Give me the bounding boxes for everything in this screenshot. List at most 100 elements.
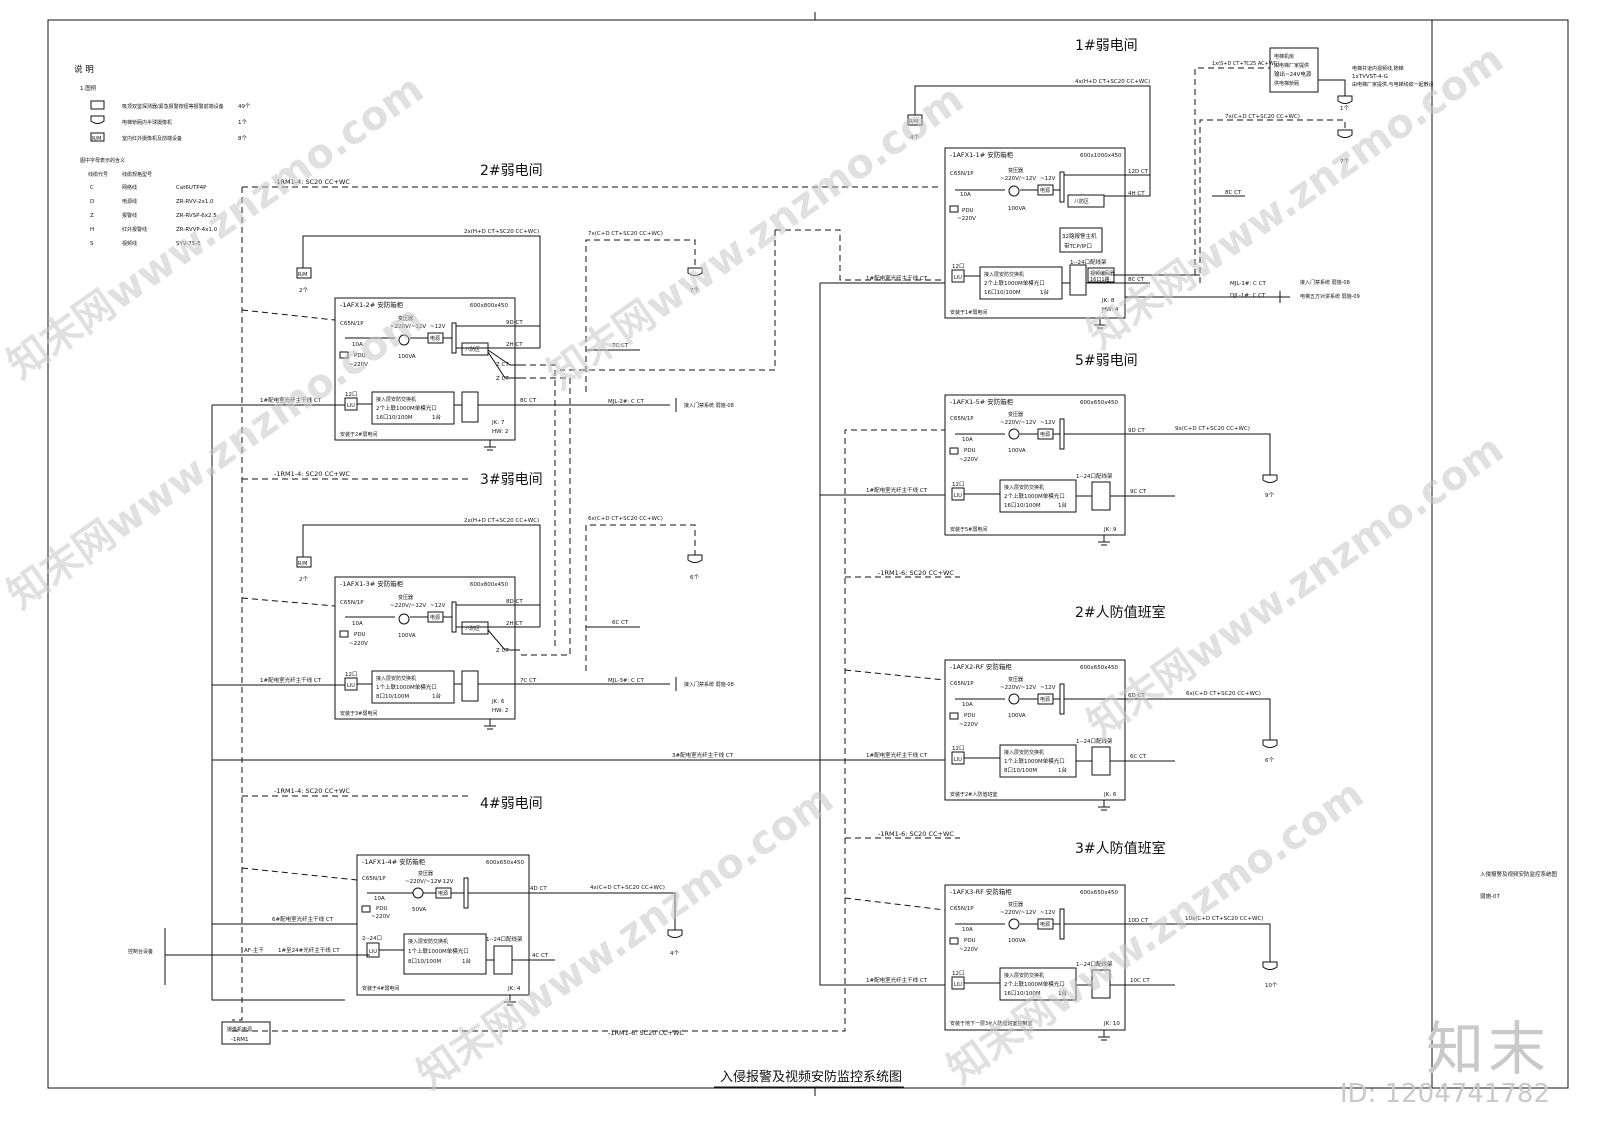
cabinet-box <box>334 297 516 441</box>
svg-text:~220V: ~220V <box>959 722 978 728</box>
svg-text:接入门禁系统 弱施-08: 接入门禁系统 弱施-08 <box>684 402 734 409</box>
svg-text:7C CT: 7C CT <box>520 678 537 684</box>
svg-text:Z CT: Z CT <box>496 362 509 368</box>
svg-text:~12V: ~12V <box>1040 910 1056 916</box>
svg-text:-1AFX1-1# 安防箱柜: -1AFX1-1# 安防箱柜 <box>950 150 1014 159</box>
svg-text:1个: 1个 <box>1340 105 1349 112</box>
svg-text:100VA: 100VA <box>1008 938 1026 944</box>
svg-text:16口10/100M: 16口10/100M <box>376 414 413 421</box>
svg-text:10A: 10A <box>962 437 973 443</box>
svg-text:JK: 4: JK: 4 <box>507 986 521 992</box>
svg-text:~220V/~12V: ~220V/~12V <box>1000 176 1036 182</box>
svg-text:16口10/100M: 16口10/100M <box>1004 502 1041 509</box>
svg-text:JK: 7: JK: 7 <box>491 420 505 426</box>
svg-text:2个上联1000M单模光口: 2个上联1000M单模光口 <box>1004 492 1065 500</box>
svg-text:电源: 电源 <box>1040 431 1050 438</box>
svg-text:安装于1#弱电间: 安装于1#弱电间 <box>950 309 987 316</box>
cabinet-box <box>944 394 1126 536</box>
svg-text:10x(C+D CT+SC20 CC+WC): 10x(C+D CT+SC20 CC+WC) <box>1185 916 1263 922</box>
svg-text:Z CT: Z CT <box>496 376 509 382</box>
trunk-label: -1RM1-4: SC20 CC+WC <box>274 787 350 795</box>
svg-text:10C CT: 10C CT <box>1130 978 1150 984</box>
svg-text:1x(S+D CT+TC25 AC+WC): 1x(S+D CT+TC25 AC+WC) <box>1212 61 1279 67</box>
svg-text:1--24口配线架: 1--24口配线架 <box>1076 960 1113 968</box>
svg-text:LIU: LIU <box>954 493 962 499</box>
svg-text:600x800x450: 600x800x450 <box>470 582 509 588</box>
infrared-camera-icon <box>90 132 105 142</box>
svg-text:7个: 7个 <box>1340 158 1349 165</box>
detector-icon <box>90 100 105 110</box>
svg-text:电源: 电源 <box>430 614 440 621</box>
fiber-trunk-left <box>211 405 345 1001</box>
pdu-icon <box>949 205 959 213</box>
svg-text:安装于5#弱电间: 安装于5#弱电间 <box>950 526 987 533</box>
svg-text:C65N/1P: C65N/1P <box>950 681 974 687</box>
svg-text:16口10/100M: 16口10/100M <box>1004 990 1041 997</box>
svg-text:1#配电室光纤主干线 CT: 1#配电室光纤主干线 CT <box>866 976 928 984</box>
room-4: 4#弱电间 -1AFX1-4# 安防箱柜 600x650x450 C65N/1P… <box>356 796 683 1006</box>
svg-text:视频编码器: 视频编码器 <box>1090 270 1115 277</box>
svg-text:DJL-1#: C CT: DJL-1#: C CT <box>1230 293 1266 299</box>
svg-text:R/M: R/M <box>92 136 101 142</box>
trunk-label: -1RM1-4: SC20 CC+WC <box>274 178 350 186</box>
svg-text:1xTVVST-4-G: 1xTVVST-4-G <box>1352 74 1388 80</box>
svg-text:Cat6UTP4P: Cat6UTP4P <box>176 185 207 191</box>
svg-text:600x650x450: 600x650x450 <box>1080 665 1119 671</box>
svg-text:AF-主干: AF-主干 <box>244 946 264 954</box>
legend-row: 电梯轿厢内半球摄像机 1个 <box>90 115 247 126</box>
svg-text:6x(C+D CT+SC20 CC+WC): 6x(C+D CT+SC20 CC+WC) <box>1186 691 1261 697</box>
svg-text:600x650x450: 600x650x450 <box>1080 400 1119 406</box>
svg-text:9C CT: 9C CT <box>1130 489 1147 495</box>
svg-text:LIU: LIU <box>347 403 355 409</box>
svg-text:6#配电室光纤主干线 CT: 6#配电室光纤主干线 CT <box>272 915 334 923</box>
svg-text:变压器: 变压器 <box>1008 167 1023 174</box>
svg-text:-1AFX2-RF 安防箱柜: -1AFX2-RF 安防箱柜 <box>950 662 1012 671</box>
sidebar-title: 入侵报警及视频安防监控系统图 <box>1480 870 1558 878</box>
svg-text:JK: 10: JK: 10 <box>1103 1021 1120 1027</box>
svg-text:知末网www.znzmo.com: 知末网www.znzmo.com <box>539 76 971 398</box>
svg-text:供电梯轿厢: 供电梯轿厢 <box>1274 80 1299 87</box>
svg-text:-1RM1-6: SC20 CC+WC: -1RM1-6: SC20 CC+WC <box>878 569 954 577</box>
legend-row: R/M 室内红外摄像机及前端设备 8个 <box>90 132 247 142</box>
room-title: 2#弱电间 <box>480 163 543 179</box>
svg-text:8口10/100M: 8口10/100M <box>1004 767 1037 774</box>
svg-text:C65N/1P: C65N/1P <box>340 600 364 606</box>
svg-text:7x(C+D CT+SC20 CC+WC): 7x(C+D CT+SC20 CC+WC) <box>588 231 663 237</box>
svg-text:电梯机房: 电梯机房 <box>1274 53 1294 60</box>
svg-text:电梯轿厢内半球摄像机: 电梯轿厢内半球摄像机 <box>122 119 172 126</box>
svg-text:10A: 10A <box>352 342 363 348</box>
svg-text:1台: 1台 <box>1058 766 1067 774</box>
svg-text:16口10/100M: 16口10/100M <box>984 289 1021 296</box>
svg-text:1--24口配线架: 1--24口配线架 <box>1070 258 1107 266</box>
svg-text:~220V: ~220V <box>349 641 368 647</box>
svg-text:C65N/1P: C65N/1P <box>340 321 364 327</box>
svg-text:2x(H+D CT+SC20 CC+WC): 2x(H+D CT+SC20 CC+WC) <box>464 229 539 235</box>
cabinet-box <box>944 147 1126 319</box>
svg-text:JK: 9: JK: 9 <box>1103 527 1117 533</box>
svg-text:10A: 10A <box>962 702 973 708</box>
svg-text:线缆代号: 线缆代号 <box>88 171 108 178</box>
svg-text:1台: 1台 <box>432 413 441 421</box>
svg-text:带TCP/IP口: 带TCP/IP口 <box>1064 243 1092 250</box>
svg-text:8C CT: 8C CT <box>520 398 537 404</box>
svg-text:~220V/~12V: ~220V/~12V <box>1000 685 1036 691</box>
fiber-trunk-right <box>819 283 945 986</box>
svg-text:2个: 2个 <box>299 287 308 294</box>
svg-text:C65N/1P: C65N/1P <box>950 171 974 177</box>
svg-text:~220V/~12V: ~220V/~12V <box>405 879 441 885</box>
elevator-box <box>1269 47 1319 93</box>
svg-text:电源: 电源 <box>1040 187 1050 194</box>
cabinet-box <box>944 659 1126 801</box>
svg-text:1--24口配线架: 1--24口配线架 <box>1076 737 1113 745</box>
svg-text:SYV-75-5: SYV-75-5 <box>176 241 201 247</box>
room-title: 2#人防值班室 <box>1075 604 1166 621</box>
svg-text:R/M: R/M <box>298 272 307 278</box>
svg-text:吸顶双鉴探测器/紧急报警按钮等报警前端设备: 吸顶双鉴探测器/紧急报警按钮等报警前端设备 <box>122 103 224 110</box>
room-6: 2#人防值班室 -1AFX2-RF 安防箱柜 600x650x450 C65N/… <box>944 604 1278 811</box>
svg-text:电梯五方对讲系统 弱施-09: 电梯五方对讲系统 弱施-09 <box>1300 293 1360 300</box>
svg-text:1个上联1000M单模光口: 1个上联1000M单模光口 <box>376 683 437 691</box>
svg-text:PDU: PDU <box>964 448 976 454</box>
